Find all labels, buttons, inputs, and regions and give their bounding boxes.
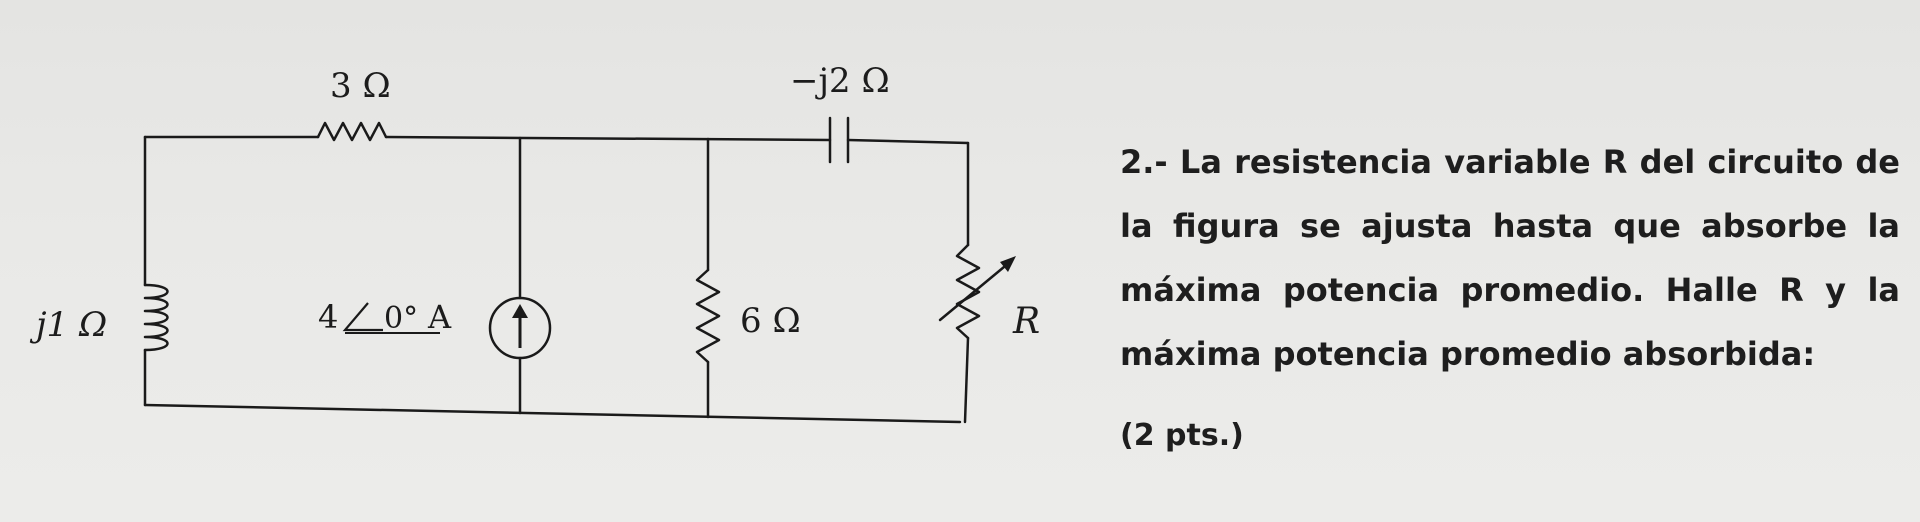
problem-line-2: la figura se ajusta hasta que absorbe la	[1120, 207, 1900, 245]
label-source-unit: A	[427, 298, 452, 336]
label-capacitor: −j2 Ω	[790, 61, 890, 101]
label-inductor: j1 Ω	[29, 305, 107, 345]
wire-rvar-lower	[963, 336, 970, 424]
wire-bottom	[143, 403, 962, 424]
problem-points: (2 pts.)	[1120, 418, 1244, 453]
angle-symbol	[342, 302, 383, 332]
problem-statement: 2.- La resistencia variable R del circui…	[1120, 130, 1900, 468]
problem-line-4: máxima potencia promedio absorbida:	[1120, 335, 1816, 373]
problem-line-1: 2.- La resistencia variable R del circui…	[1120, 143, 1900, 181]
wire-top-right	[846, 138, 970, 145]
resistor-6ohm	[695, 268, 721, 364]
resistor-3ohm	[316, 121, 388, 142]
inductor-j1	[143, 283, 169, 352]
rvar-arrow-head	[1000, 256, 1016, 272]
label-6ohm: 6 Ω	[740, 301, 801, 341]
resistor-variable	[955, 243, 981, 340]
label-3ohm: 3 Ω	[330, 66, 391, 106]
label-rvar: R	[1012, 301, 1040, 342]
label-source-angle: 0°	[384, 301, 418, 336]
problem-line-3: máxima potencia promedio. Halle R y la	[1120, 271, 1900, 309]
current-source-arrow-head	[512, 304, 528, 318]
current-source	[488, 296, 552, 360]
wire-top-middle	[384, 135, 832, 142]
label-source-magnitude: 4	[318, 298, 338, 336]
circuit-diagram: 3 Ω −j2 Ω j1 Ω 4 0° A 6 Ω R	[29, 61, 1040, 424]
rvar-arrow-shaft	[938, 260, 1012, 322]
